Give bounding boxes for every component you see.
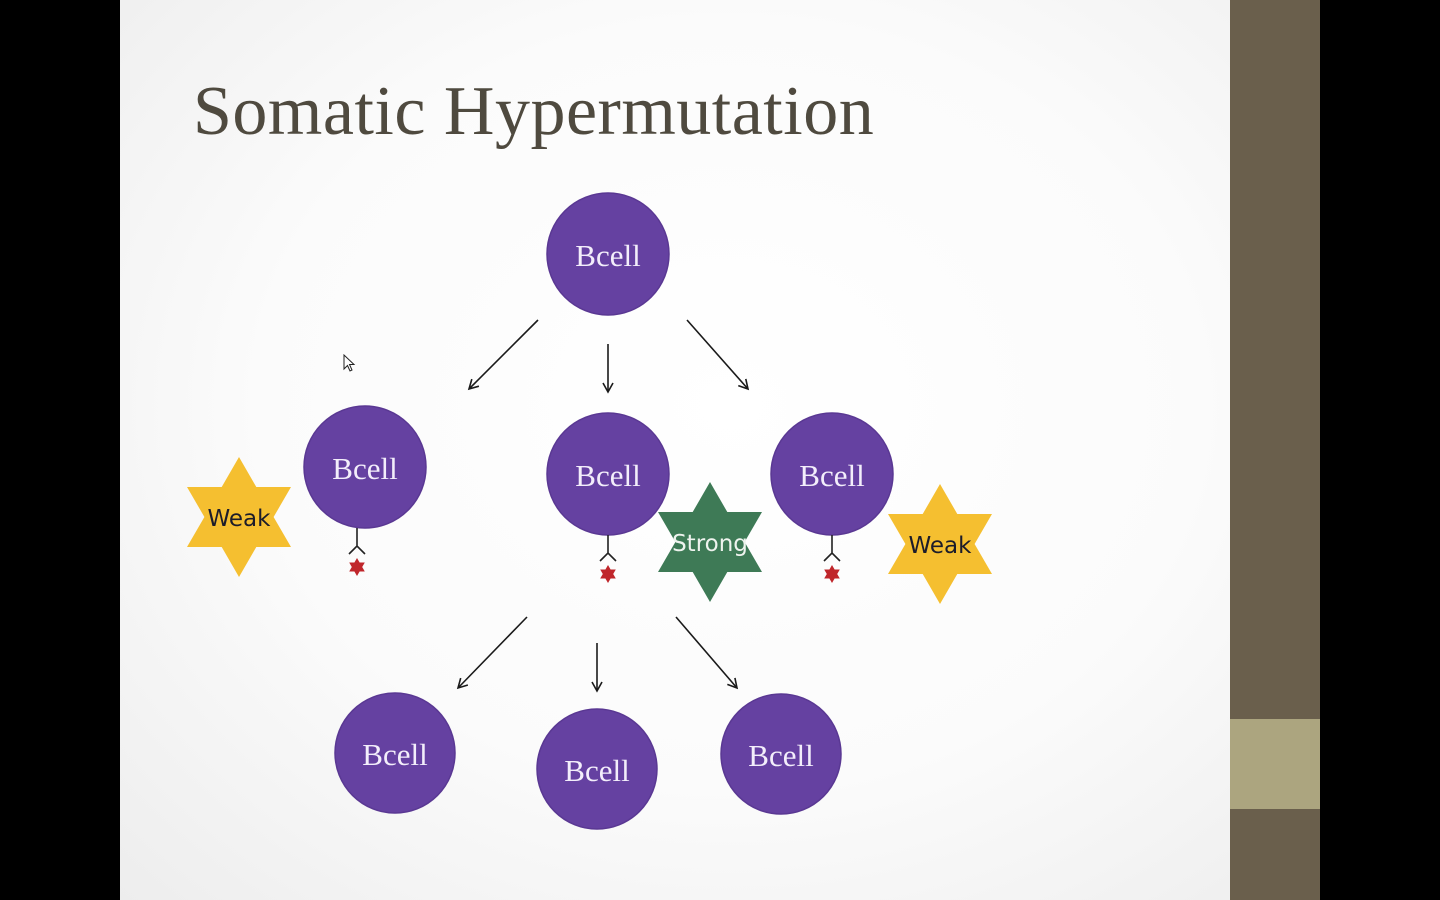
bcell-gen2-center: Bcell: [546, 412, 670, 536]
arrow-center-to-right: [675, 616, 739, 690]
slide-theme-accent-band: [1230, 719, 1320, 809]
affinity-star-weak-right: Weak: [888, 484, 992, 604]
affinity-star-strong: Strong: [658, 482, 762, 602]
affinity-label-weak-left: Weak: [208, 506, 272, 532]
bcell-gen2-left: Bcell: [303, 405, 427, 529]
affinity-label-weak-right: Weak: [909, 533, 973, 559]
affinity-star-weak-left: Weak: [187, 457, 291, 577]
slide: Somatic Hypermutation Bcell Bcell: [120, 0, 1230, 900]
bcell-gen2-left-label: Bcell: [332, 451, 397, 486]
bcell-gen3-right-label: Bcell: [748, 738, 813, 773]
antigen-icon: [349, 558, 365, 576]
antigen-icon: [600, 565, 616, 583]
antibody-left: [348, 528, 366, 555]
letterbox-right: [1320, 0, 1440, 900]
bcell-parent: Bcell: [546, 192, 670, 316]
antibody-right: [823, 535, 841, 562]
bcell-gen3-right: Bcell: [720, 693, 842, 815]
hypermutation-diagram: Bcell Bcell Bcell Bcell: [187, 192, 992, 830]
bcell-gen3-left: Bcell: [334, 692, 456, 814]
bcell-gen2-right: Bcell: [770, 412, 894, 536]
arrow-center-to-left: [456, 616, 528, 690]
slide-theme-sidebar: [1230, 0, 1320, 900]
bcell-gen2-center-label: Bcell: [575, 458, 640, 493]
antibody-center: [599, 535, 617, 562]
mouse-cursor-icon: [343, 354, 356, 372]
bcell-gen2-right-label: Bcell: [799, 458, 864, 493]
bcell-gen3-center: Bcell: [536, 708, 658, 830]
bcell-gen3-left-label: Bcell: [362, 737, 427, 772]
slide-title: Somatic Hypermutation: [193, 73, 875, 150]
bcell-parent-label: Bcell: [575, 238, 640, 273]
bcell-gen3-center-label: Bcell: [564, 753, 629, 788]
antigen-icon: [824, 565, 840, 583]
arrow-parent-to-left: [467, 319, 539, 391]
arrow-parent-to-right: [686, 319, 750, 391]
affinity-label-strong: Strong: [672, 531, 748, 557]
